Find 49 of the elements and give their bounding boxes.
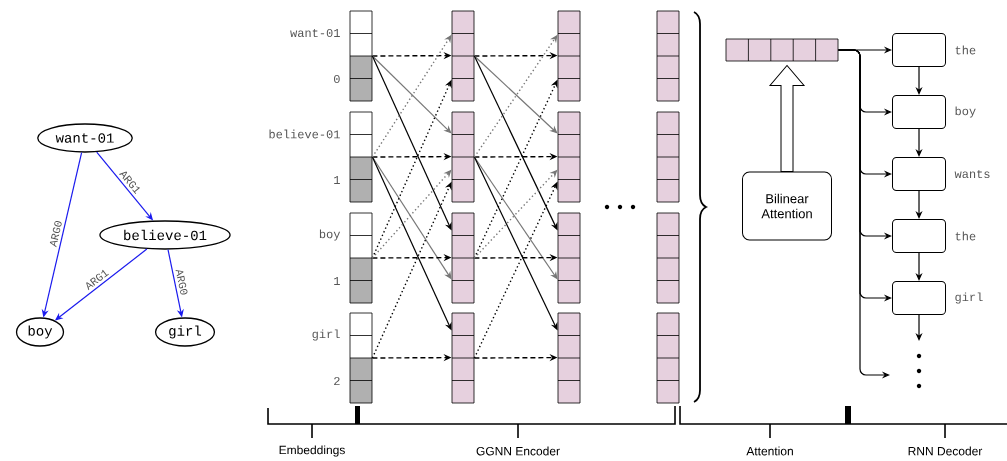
section-label: Attention	[746, 446, 793, 456]
edge-label: ARG0	[174, 267, 190, 297]
hidden-state-vector	[656, 10, 680, 102]
hidden-state-vector	[451, 10, 475, 102]
row-label: 0	[334, 74, 340, 84]
embedding-vector	[349, 111, 373, 203]
hidden-state-vector	[656, 212, 680, 304]
hidden-state-vector	[656, 312, 680, 404]
section-label: RNN Decoder	[908, 446, 983, 456]
decoder-cell	[892, 95, 946, 129]
row-label: girl	[312, 329, 340, 341]
hidden-state-vector	[656, 111, 680, 203]
row-label: believe-01	[269, 129, 340, 139]
arrow	[769, 64, 805, 172]
hidden-state-vector	[451, 212, 475, 304]
attention-box: Bilinear Attention	[742, 171, 832, 241]
row-label: boy	[319, 229, 341, 241]
arrow	[473, 55, 558, 134]
graph-node: want-01	[37, 123, 133, 153]
decoder-cell	[892, 157, 946, 191]
output-word: the	[955, 231, 976, 241]
arrow	[371, 55, 452, 134]
attention-vector	[725, 38, 839, 62]
decoder-cell	[892, 281, 946, 315]
hidden-state-vector	[557, 10, 581, 102]
embedding-vector	[349, 312, 373, 404]
decoder-cell	[892, 219, 946, 253]
graph-node: believe-01	[99, 220, 231, 250]
row-label: 1	[334, 176, 340, 184]
hidden-state-vector	[557, 212, 581, 304]
hidden-state-vector	[557, 312, 581, 404]
graph-node: boy	[15, 317, 65, 347]
edge-label: ARG0	[47, 218, 64, 249]
hidden-state-vector	[451, 111, 475, 203]
embedding-vector	[349, 10, 373, 102]
hidden-state-vector	[451, 312, 475, 404]
row-label: 1	[334, 277, 340, 285]
output-word: wants	[954, 169, 990, 179]
decoder-cell	[892, 33, 946, 67]
output-word: boy	[955, 106, 976, 118]
graph-node: girl	[154, 317, 216, 347]
section-label: Embeddings	[279, 445, 345, 457]
section-label: GGNN Encoder	[476, 446, 560, 456]
row-label: 2	[334, 377, 340, 385]
output-word: the	[955, 45, 976, 55]
hidden-state-vector	[557, 111, 581, 203]
output-word: girl	[955, 292, 983, 304]
row-label: want-01	[290, 28, 340, 38]
embedding-vector	[349, 212, 373, 304]
